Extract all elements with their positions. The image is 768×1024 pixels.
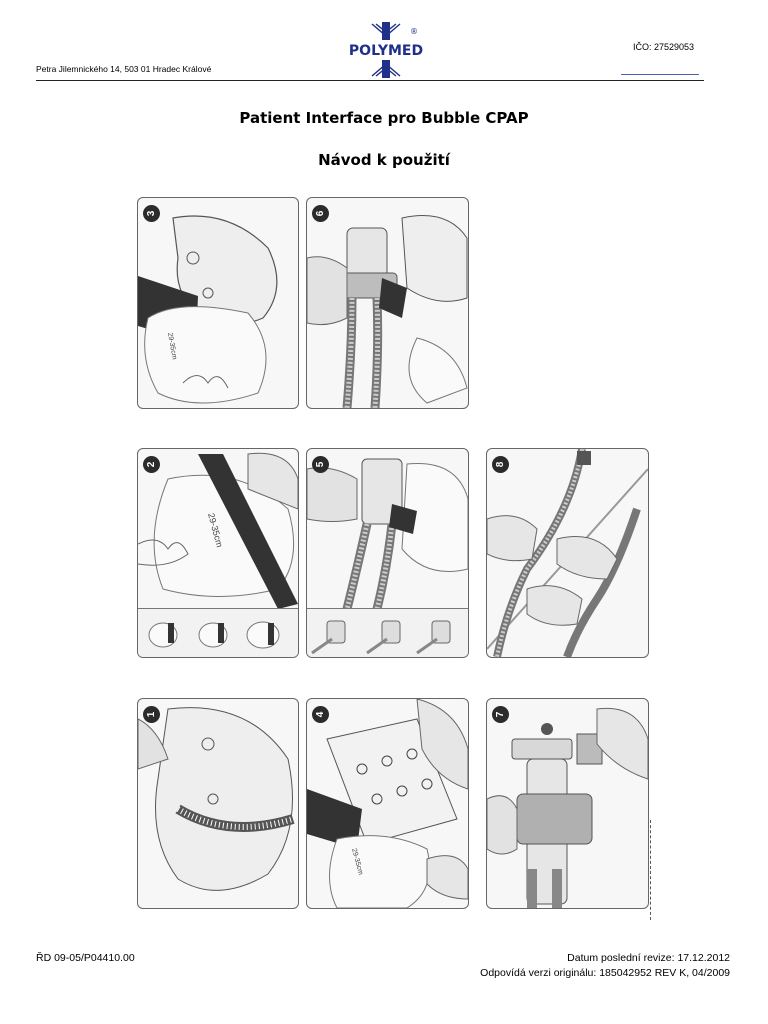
step-panel-2: 29-35cm 2 [137, 448, 299, 658]
step-panel-8: 8 [486, 448, 649, 658]
document-title: Patient Interface pro Bubble CPAP [239, 109, 529, 127]
head-measurement-icon [138, 707, 295, 891]
company-address: Petra Jilemnického 14, 503 01 Hradec Krá… [36, 64, 212, 74]
hat-variants-strip [138, 608, 298, 657]
connector-variants-icon [311, 620, 451, 655]
step-panel-4: 29-35cm 4 [306, 698, 469, 909]
step-number-badge: 2 [143, 456, 160, 473]
connector-variants-strip [307, 608, 468, 657]
hat-variants-icon [148, 621, 280, 649]
header-rule [36, 80, 704, 81]
bag-size-label: 29-35cm [166, 332, 178, 360]
tubing-to-hat-icon [307, 458, 468, 609]
step-panel-5: 5 [306, 448, 469, 658]
generator-attached-icon [307, 215, 468, 408]
step-number-badge: 7 [492, 706, 509, 723]
step-panel-7: 7 [486, 698, 649, 909]
step-number-badge: 8 [492, 456, 509, 473]
step-number-badge: 5 [312, 456, 329, 473]
registered-mark: ® [410, 27, 418, 36]
document-subtitle: Návod k použití [318, 151, 450, 169]
id-underline [621, 74, 699, 75]
revision-date: Datum poslední revize: 17.12.2012 [567, 952, 730, 964]
polymed-logo-icon: POLYMED ® [332, 22, 440, 78]
company-id: IČO: 27529053 [633, 42, 695, 52]
polymed-logo: POLYMED ® [332, 22, 440, 78]
step-number-badge: 4 [312, 706, 329, 723]
step-number-badge: 6 [312, 205, 329, 222]
document-code: ŘD 09-05/P04410.00 [36, 952, 135, 964]
step-number-badge: 1 [143, 706, 160, 723]
hat-with-strap-icon: 29-35cm [138, 452, 298, 609]
margin-tick-marks [650, 820, 653, 920]
baby-head-with-hat-icon: 29-35cm [138, 215, 278, 404]
size-card-icon: 29-35cm [307, 699, 468, 908]
original-version: Odpovídá verzi originálu: 185042952 REV … [480, 967, 730, 979]
step-panel-3: 29-35cm 3 [137, 197, 299, 409]
step-panel-1: 1 [137, 698, 299, 909]
generator-assembly-icon [487, 707, 648, 908]
logo-wordmark: POLYMED [349, 43, 423, 59]
step-panel-6: 6 [306, 197, 469, 409]
step-number-badge: 3 [143, 205, 160, 222]
tubing-connection-icon [487, 449, 648, 657]
